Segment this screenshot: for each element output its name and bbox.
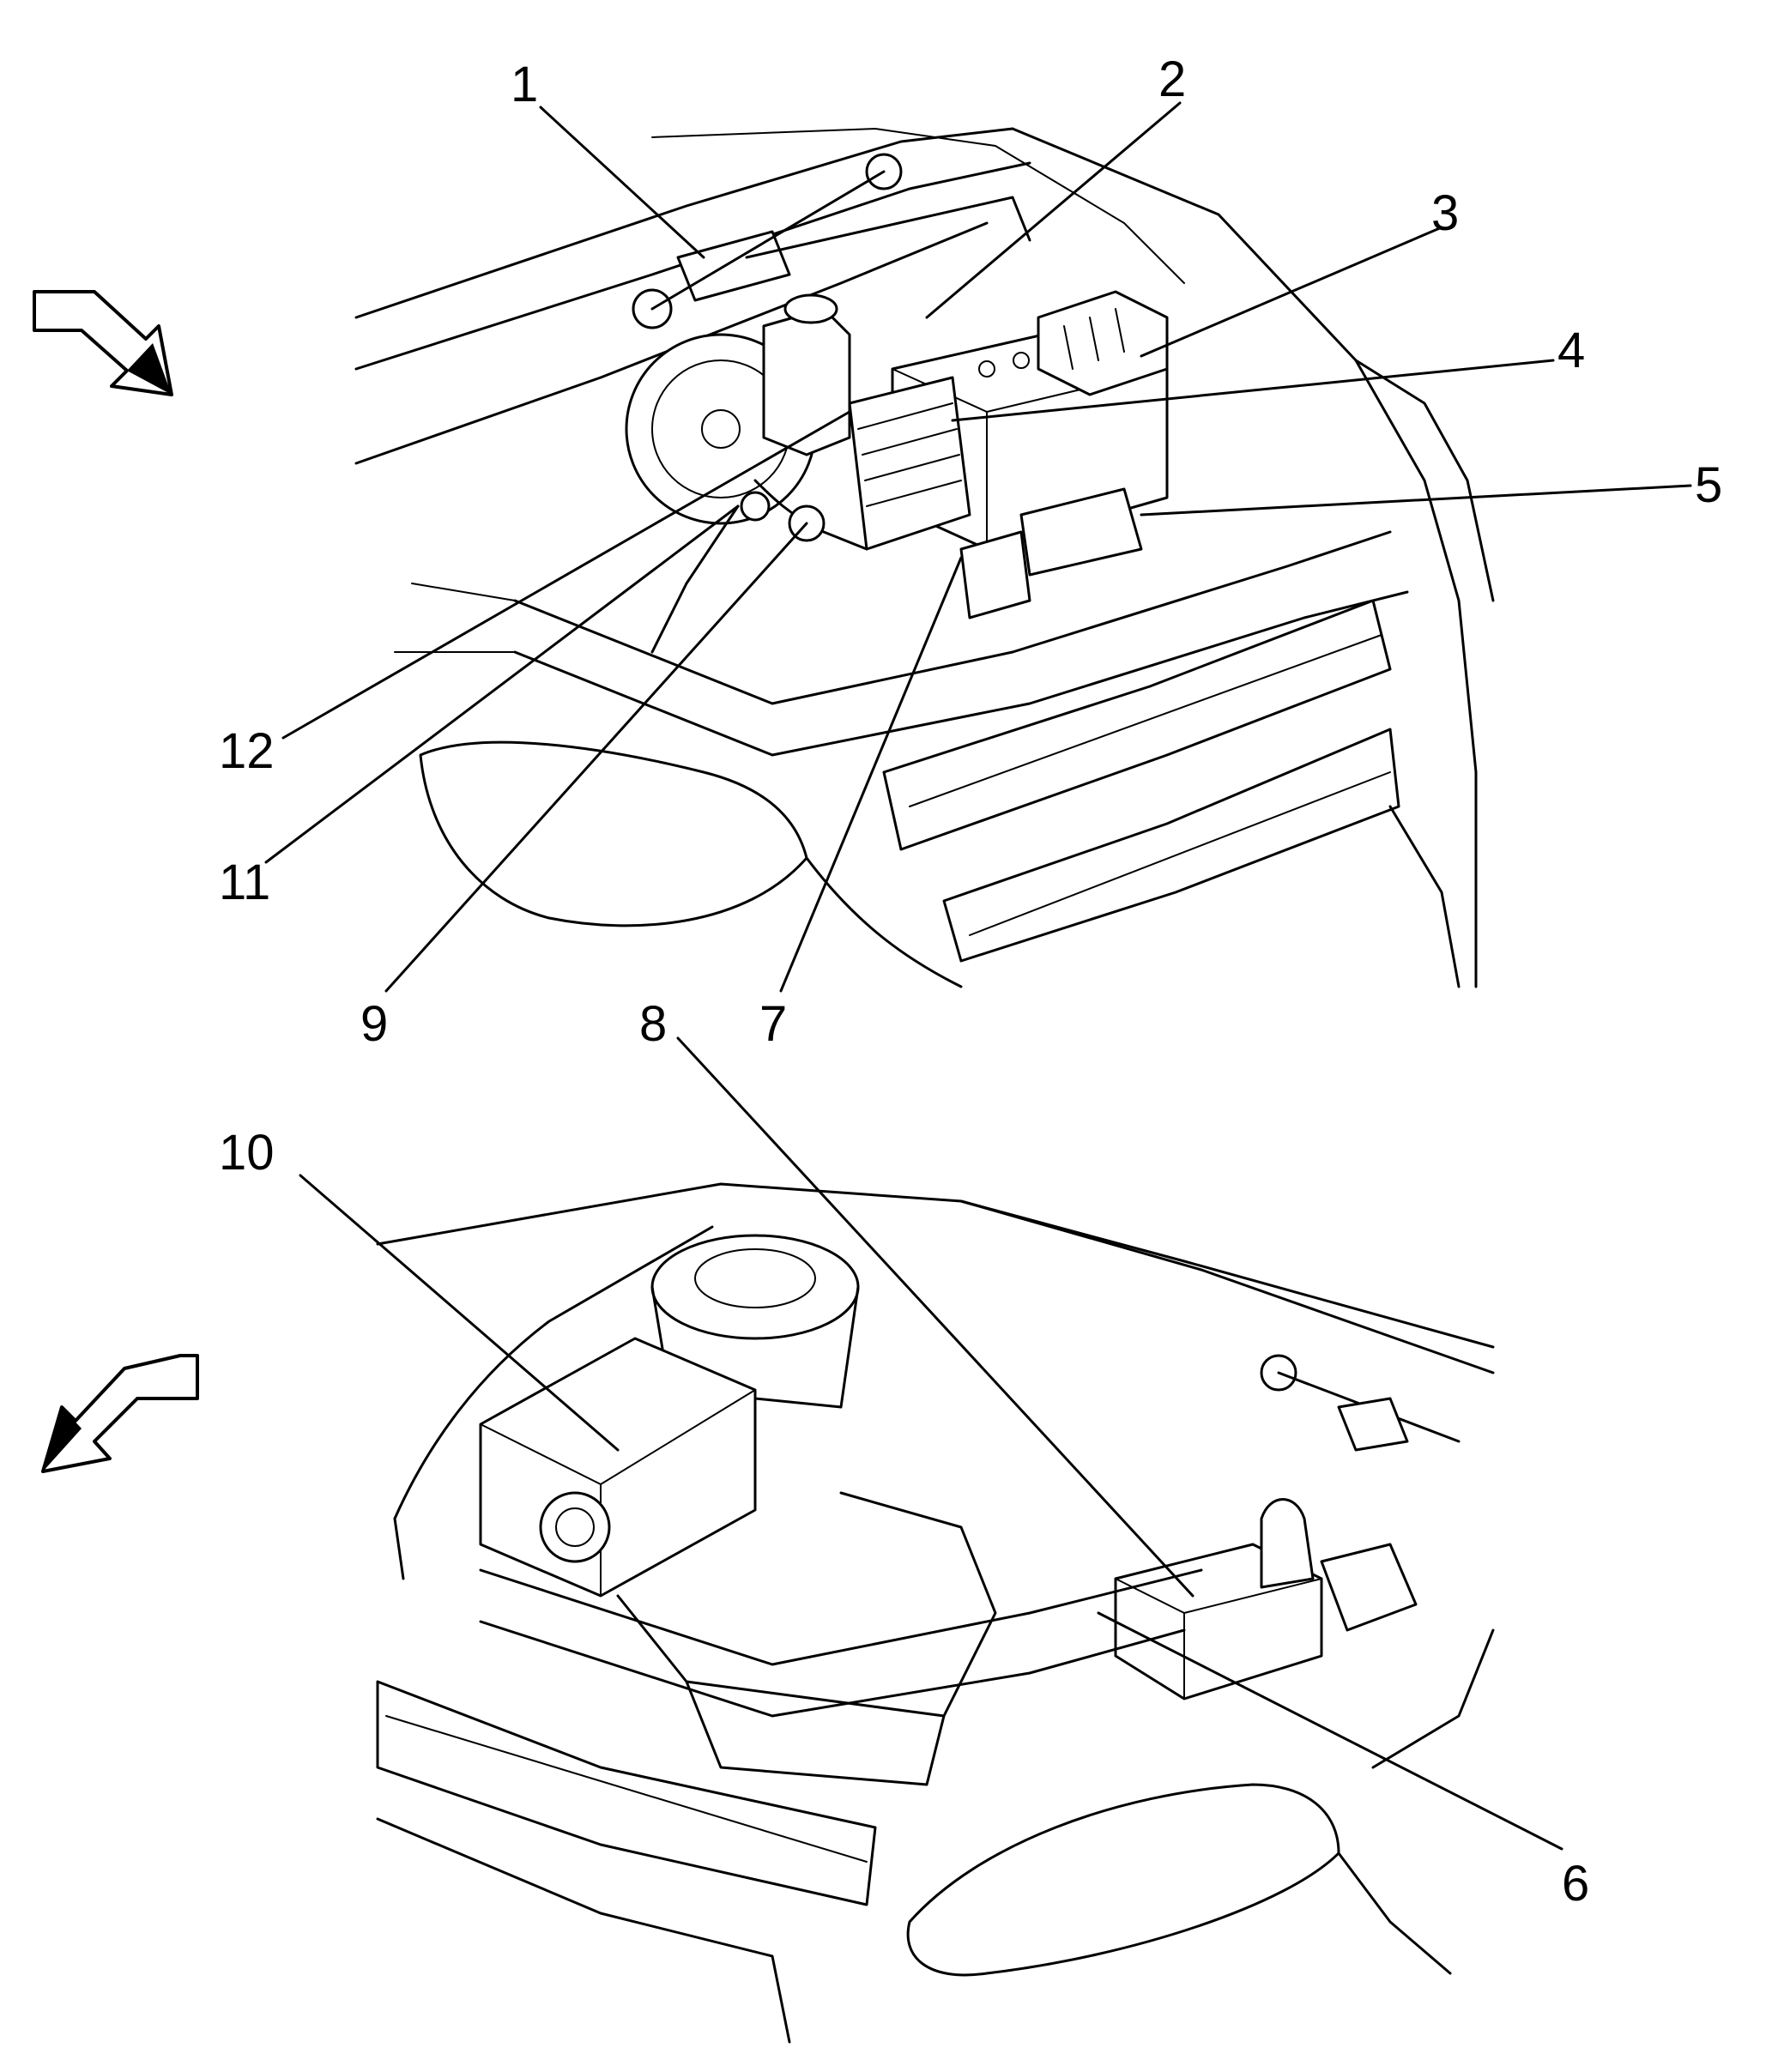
- callout-6: 6: [1562, 1856, 1589, 1912]
- callout-7: 7: [759, 996, 787, 1052]
- leader-lines: [264, 101, 1692, 1851]
- top-engine-view: [354, 127, 1495, 988]
- leader-1: [539, 106, 705, 259]
- leader-6: [1097, 1611, 1563, 1851]
- leader-11: [264, 504, 740, 864]
- leader-12: [281, 410, 851, 740]
- top-direction-arrow-icon: [33, 290, 173, 396]
- callout-9: 9: [360, 996, 388, 1052]
- leader-3: [1140, 226, 1443, 358]
- leader-9: [384, 522, 808, 993]
- callout-labels: 1 2 3 4 5 6 7 8 9 10 11 12: [219, 51, 1722, 1912]
- callout-3: 3: [1431, 185, 1459, 241]
- callout-1: 1: [511, 57, 538, 112]
- callout-12: 12: [219, 723, 275, 779]
- callout-4: 4: [1557, 323, 1585, 378]
- leader-7: [779, 556, 963, 993]
- bottom-engine-view: [376, 1182, 1495, 2044]
- leader-4: [951, 359, 1555, 422]
- leader-10: [299, 1174, 620, 1452]
- callout-8: 8: [639, 996, 667, 1052]
- callout-2: 2: [1158, 51, 1186, 107]
- bottom-direction-arrow-icon: [41, 1354, 199, 1473]
- leader-8: [676, 1036, 1194, 1598]
- callout-5: 5: [1695, 457, 1722, 513]
- leader-5: [1140, 484, 1692, 516]
- leader-2: [925, 101, 1182, 319]
- callout-11: 11: [219, 855, 270, 910]
- callout-10: 10: [219, 1125, 275, 1181]
